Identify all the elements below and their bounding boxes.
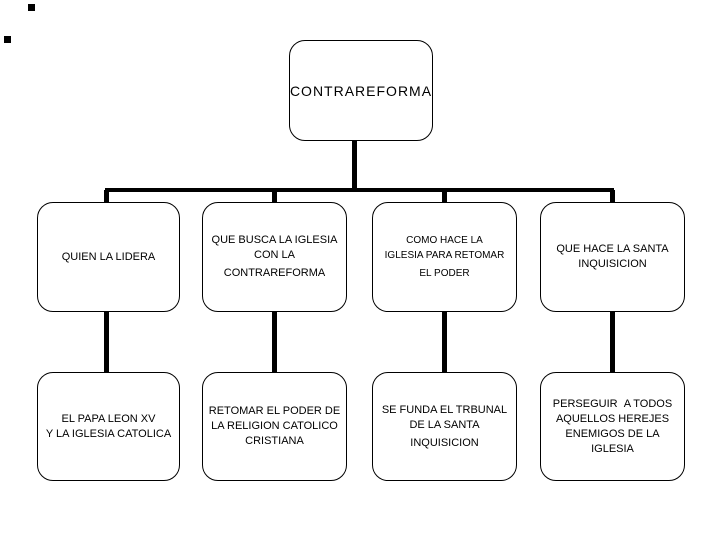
corner-square-mark-top <box>28 4 35 11</box>
connector-root-vertical <box>352 141 357 190</box>
connector-col1-vertical <box>104 312 109 372</box>
corner-square-mark-left <box>4 36 11 43</box>
connector-stub-col1 <box>104 190 109 202</box>
node-contrareforma-label: CONTRAREFORMA <box>289 82 433 99</box>
connector-col3-vertical <box>442 312 447 372</box>
node-que-hace-la-santa-inquisicion: QUE HACE LA SANTA INQUISICION <box>540 202 685 312</box>
connector-stub-col2 <box>272 190 277 202</box>
node-el-papa-leon-xv: EL PAPA LEON XV Y LA IGLESIA CATOLICA <box>37 372 180 481</box>
node-retomar-el-poder: RETOMAR EL PODER DE LA RELIGION CATOLICO… <box>202 372 347 481</box>
node-quien-la-lidera: QUIEN LA LIDERA <box>37 202 180 312</box>
connector-col4-vertical <box>610 312 615 372</box>
connector-col2-vertical <box>272 312 277 372</box>
connector-stub-col4 <box>610 190 615 202</box>
connector-horizontal-bar <box>105 188 614 192</box>
node-perseguir-herejes: PERSEGUIR A TODOS AQUELLOS HEREJES ENEMI… <box>540 372 685 481</box>
connector-stub-col3 <box>442 190 447 202</box>
node-contrareforma: CONTRAREFORMA <box>289 40 433 141</box>
